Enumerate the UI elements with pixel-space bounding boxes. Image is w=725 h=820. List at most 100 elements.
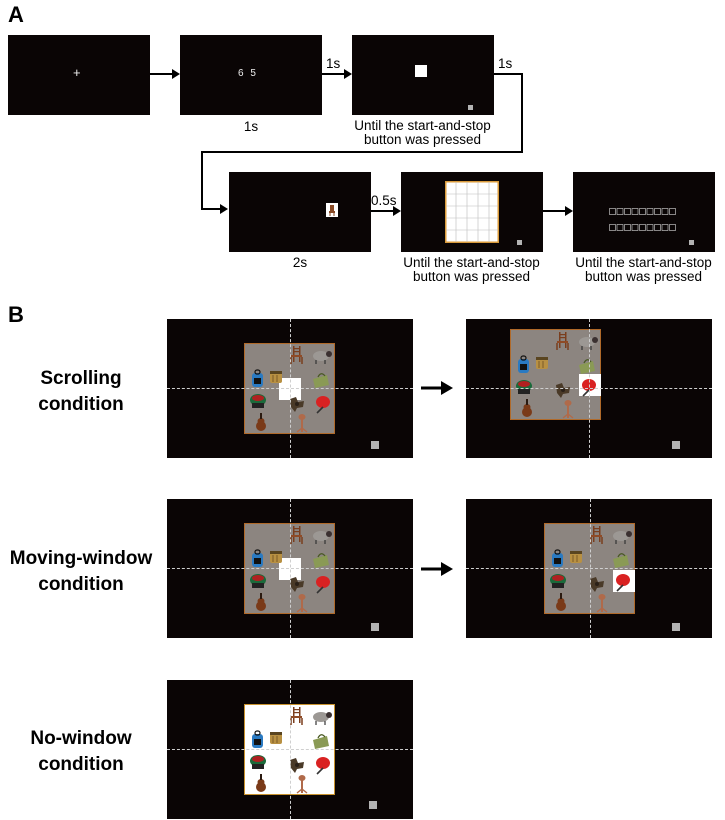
chair-icon [326,203,338,217]
bag-icon [312,553,330,569]
start-stop-button [371,623,379,631]
basket-icon [535,356,549,370]
chair-icon [290,345,303,365]
moving-window-line1: Moving-window [9,548,153,569]
panel-b-label: B [8,302,24,327]
grid-caption-line2: button was pressed [412,269,531,284]
chair-icon [290,706,303,726]
tripod-icon [296,774,308,794]
backpack-icon [251,549,264,568]
red-fan-icon [315,575,331,594]
bag-icon [312,373,330,389]
probe-caption: 2s [292,255,308,270]
tripod-icon [596,593,608,613]
no-window-line1: No-window [30,728,132,749]
horizontal-crosshair [167,568,413,569]
digits-caption: 1s [243,119,259,134]
numbers-caption: Until the start-and-stop button was pres… [561,256,725,284]
backpack-icon [551,549,564,568]
number-rows [609,208,676,231]
red-fan-icon [315,395,331,414]
bag-icon [612,553,630,569]
violin-icon [256,593,266,611]
time-label-1: 1s [326,56,341,71]
violin-icon [556,593,566,611]
scrolling-screen-1 [167,319,413,458]
fixation-screen: + [8,35,150,115]
fan-icon [550,574,566,588]
window-square [415,65,427,77]
chair-icon [590,525,603,545]
numbers-screen [573,172,715,252]
fan-icon [250,755,266,769]
puzzle-icon [290,758,304,773]
probe-screen [229,172,371,252]
scrolling-condition-label: Scrolling condition [0,366,162,418]
response-grid [445,181,499,243]
scrolling-screen-2 [466,319,712,458]
search-caption-line2: button was pressed [363,132,482,147]
basket-icon [569,550,583,564]
start-stop-button [672,441,680,449]
tripod-icon [562,399,574,419]
puzzle-icon [590,577,604,592]
arrow-icon [421,381,453,395]
basket-icon [269,550,283,564]
sheep-icon [312,350,333,365]
digits-text: 6 5 [238,68,258,79]
violin-icon [522,399,532,417]
basket-icon [269,370,283,384]
arrow-icon [371,206,401,216]
chair-icon [290,525,303,545]
bag-icon [312,734,330,750]
arrow-icon [150,69,180,79]
horizontal-crosshair [466,388,712,389]
basket-icon [269,731,283,745]
violin-icon [256,774,266,792]
start-stop-button [689,240,694,245]
no-window-line2: condition [38,754,124,775]
backpack-icon [251,730,264,749]
sheep-icon [312,530,333,545]
puzzle-icon [290,397,304,412]
no-window-condition-label: No-window condition [0,726,162,778]
fan-icon [516,380,532,394]
puzzle-icon [290,577,304,592]
red-fan-icon [315,756,331,775]
horizontal-crosshair [466,568,712,569]
red-fan-icon [615,573,631,592]
grid-caption-line1: Until the start-and-stop [403,255,540,270]
moving-window-screen-1 [167,499,413,638]
arrow-icon [421,562,453,576]
moving-window-condition-label: Moving-window condition [0,546,162,598]
sheep-icon [312,711,333,726]
numbers-caption-line2: button was pressed [584,269,703,284]
moving-window-line2: condition [38,574,124,595]
fan-icon [250,394,266,408]
arrow-icon [322,69,352,79]
time-label-2: 1s [498,56,513,71]
digits-screen: 6 5 [180,35,322,115]
arrow-icon [543,206,573,216]
search-caption-line1: Until the start-and-stop [354,118,491,133]
tripod-icon [296,593,308,613]
fixation-cross: + [73,65,81,80]
start-stop-button [672,623,680,631]
start-stop-button [517,240,522,245]
chair-icon [556,331,569,351]
horizontal-crosshair [167,388,413,389]
time-label-3: 0.5s [371,193,397,208]
moving-window-screen-2 [466,499,712,638]
grid-caption: Until the start-and-stop button was pres… [389,256,554,284]
start-stop-button [369,801,377,809]
bag-icon [578,359,596,375]
start-stop-button [371,441,379,449]
horizontal-crosshair [167,749,413,750]
backpack-icon [517,355,530,374]
tripod-icon [296,413,308,433]
no-window-screen [167,680,413,819]
scrolling-line2: condition [38,394,124,415]
backpack-icon [251,369,264,388]
search-screen [352,35,494,115]
puzzle-icon [556,383,570,398]
